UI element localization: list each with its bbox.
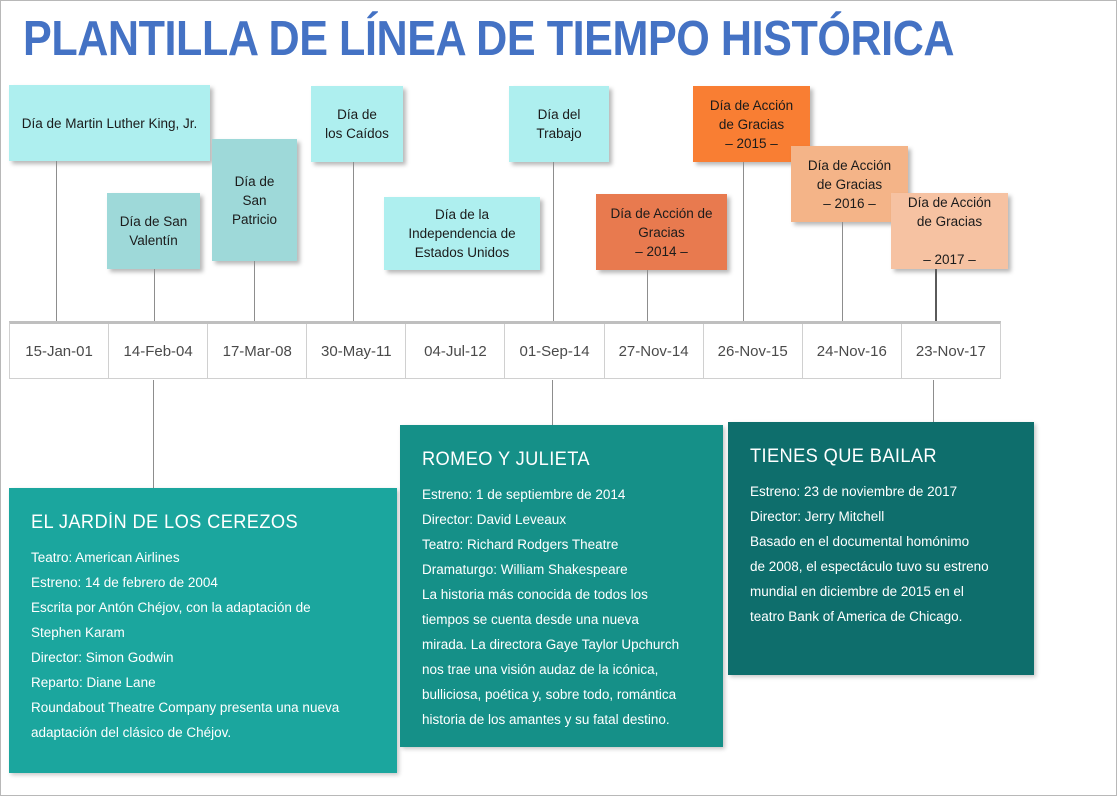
event-label: Día de Acción de Gracias – 2014 – <box>610 205 713 259</box>
event-label: Día de San Patricio <box>231 173 277 227</box>
detail-body: Teatro: American Airlines Estreno: 14 de… <box>31 550 340 740</box>
event-stem <box>353 162 354 321</box>
event-label: Día de Acción de Gracias – 2015 – <box>709 97 794 151</box>
event-label: Día de Acción de Gracias – 2017 – <box>907 195 992 267</box>
event-stem <box>254 261 255 321</box>
detail-title: EL JARDÍN DE LOS CEREZOS <box>31 512 298 533</box>
event-stem <box>743 162 744 321</box>
event-card-accion-de-gracias-2017[interactable]: Día de Acción de Gracias – 2017 – <box>891 193 1008 269</box>
date-cell[interactable]: 17-Mar-08 <box>208 324 308 378</box>
event-stem <box>553 162 554 321</box>
event-stem <box>647 270 648 321</box>
detail-stem <box>153 380 154 490</box>
detail-stem <box>933 380 934 422</box>
date-cell[interactable]: 24-Nov-16 <box>803 324 902 378</box>
detail-card-tienes-que-bailar[interactable]: TIENES QUE BAILAR Estreno: 23 de noviemb… <box>728 422 1034 675</box>
event-label: Día del Trabajo <box>536 107 582 141</box>
date-cell[interactable]: 15-Jan-01 <box>10 324 110 378</box>
event-card-los-caidos[interactable]: Día de los Caídos <box>311 86 403 162</box>
page-title: PLANTILLA DE LÍNEA DE TIEMPO HISTÓRICA <box>23 12 955 66</box>
date-cell[interactable]: 14-Feb-04 <box>109 324 209 378</box>
date-cell[interactable]: 26-Nov-15 <box>704 324 803 378</box>
detail-card-el-jardin-de-los-cerezos[interactable]: EL JARDÍN DE LOS CEREZOS Teatro: America… <box>9 488 397 773</box>
event-card-san-valentin[interactable]: Día de San Valentín <box>107 193 200 269</box>
detail-body: Estreno: 1 de septiembre de 2014 Directo… <box>422 487 680 727</box>
event-label: Día de Acción de Gracias – 2016 – <box>807 157 892 211</box>
event-card-independencia-estados-unidos[interactable]: Día de la Independencia de Estados Unido… <box>384 197 540 270</box>
date-cell[interactable]: 27-Nov-14 <box>605 324 704 378</box>
event-stem <box>935 269 937 321</box>
detail-card-romeo-y-julieta[interactable]: ROMEO Y JULIETA Estreno: 1 de septiembre… <box>400 425 723 747</box>
event-label: Día de la Independencia de Estados Unido… <box>408 207 516 260</box>
date-cell[interactable]: 30-May-11 <box>307 324 407 378</box>
event-label: Día de San Valentín <box>119 214 188 248</box>
timeline-date-bar: 15-Jan-01 14-Feb-04 17-Mar-08 30-May-11 … <box>9 321 1001 379</box>
event-card-accion-de-gracias-2016[interactable]: Día de Acción de Gracias – 2016 – <box>791 146 908 222</box>
event-card-accion-de-gracias-2015[interactable]: Día de Acción de Gracias – 2015 – <box>693 86 810 162</box>
event-stem <box>842 222 843 321</box>
detail-title: ROMEO Y JULIETA <box>422 449 590 470</box>
detail-title: TIENES QUE BAILAR <box>750 446 937 467</box>
event-card-martin-luther-king[interactable]: Día de Martin Luther King, Jr. <box>9 85 210 161</box>
event-card-san-patricio[interactable]: Día de San Patricio <box>212 139 297 261</box>
event-stem <box>154 269 155 321</box>
event-label: Día de los Caídos <box>325 107 389 141</box>
date-cell[interactable]: 04-Jul-12 <box>406 324 506 378</box>
detail-stem <box>552 380 553 425</box>
event-card-dia-del-trabajo[interactable]: Día del Trabajo <box>509 86 609 162</box>
date-cell[interactable]: 01-Sep-14 <box>505 324 605 378</box>
event-label: Día de Martin Luther King, Jr. <box>21 115 198 131</box>
date-cell[interactable]: 23-Nov-17 <box>915 342 986 360</box>
detail-body: Estreno: 23 de noviembre de 2017 Directo… <box>750 484 989 624</box>
event-card-accion-de-gracias-2014[interactable]: Día de Acción de Gracias – 2014 – <box>596 194 727 270</box>
event-stem <box>56 161 57 321</box>
